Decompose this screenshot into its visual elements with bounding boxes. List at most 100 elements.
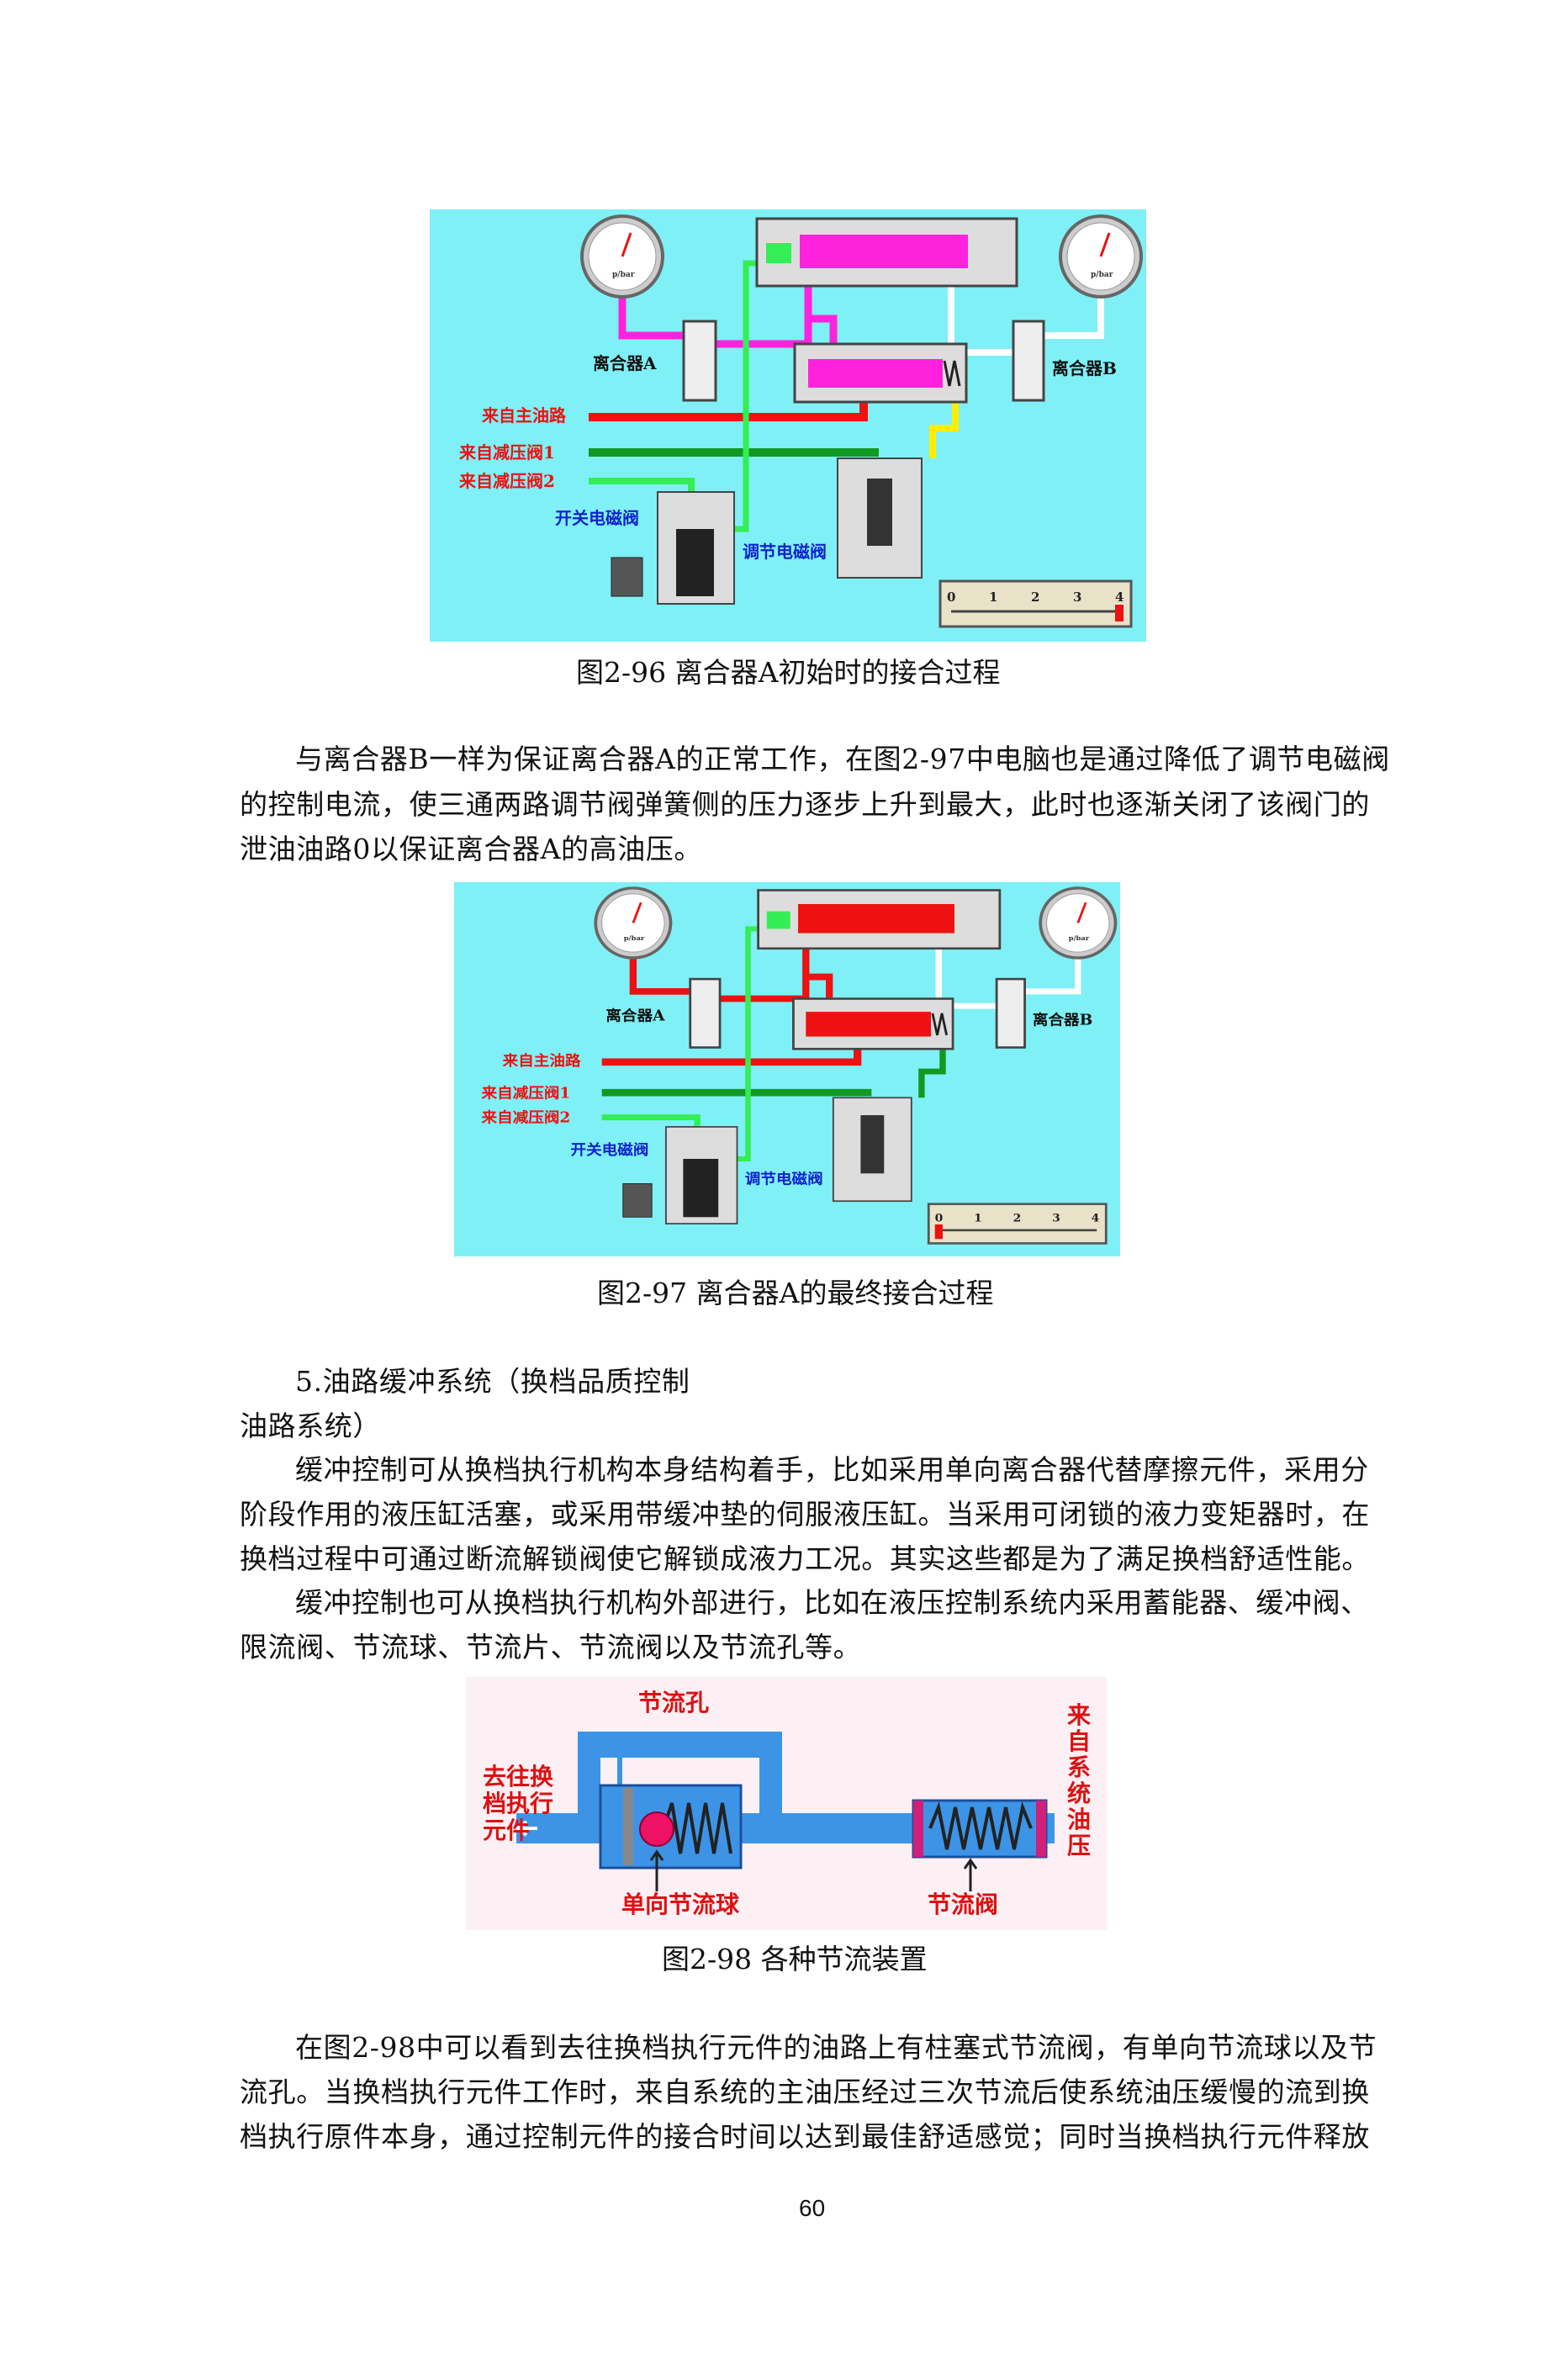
section-heading-line2: 油路系统） xyxy=(240,1409,381,1442)
spring-icon xyxy=(943,360,961,387)
check-ball xyxy=(639,1811,674,1847)
reducer2-line xyxy=(589,478,695,492)
gauge-face xyxy=(601,893,665,953)
gauge-needle xyxy=(632,902,642,923)
label-to-actuator-2: 档执行 xyxy=(483,1790,553,1817)
switch-solenoid-plunger xyxy=(676,529,714,596)
label-clutch-a: 离合器A xyxy=(605,1007,665,1024)
valve-seat xyxy=(623,1788,633,1865)
paragraph1-line2: 的控制电流，使三通两路调节阀弹簧侧的压力逐步上升到最大，此时也逐渐关闭了该阀门的 xyxy=(240,788,1370,821)
gauge-needle xyxy=(621,232,632,257)
valve-link-line xyxy=(808,315,838,344)
paragraph3-line2: 限流阀、节流球、节流片、节流阀以及节流孔等。 xyxy=(240,1631,862,1663)
figure-2-98-diagram: 节流孔 去往换 档执行 元件 单向节流球 节流阀 来 自 系 统 油 压 xyxy=(466,1677,1107,1930)
scale-tick-label: 1 xyxy=(989,590,997,605)
label-clutch-b: 离合器B xyxy=(1033,1011,1092,1029)
label-check-ball: 单向节流球 xyxy=(621,1891,740,1918)
scale-tick-label: 2 xyxy=(1013,1212,1022,1224)
label-from-system-1: 来 xyxy=(1067,1701,1091,1729)
paragraph4-line3: 档执行原件本身，通过控制元件的接合时间以达到最佳舒适感觉；同时当换档执行元件释放 xyxy=(240,2120,1370,2153)
paragraph4-line1: 在图2-98中可以看到去往换档执行元件的油路上有柱塞式节流阀，有单向节流球以及节 xyxy=(295,2031,1377,2064)
scale-tick-label: 3 xyxy=(1073,590,1081,605)
figure-2-97-caption: 图2-97 离合器A的最终接合过程 xyxy=(597,1277,994,1309)
label-from-system-4: 统 xyxy=(1067,1780,1091,1807)
label-reducer1: 来自减压阀1 xyxy=(458,442,555,463)
label-switch-solenoid: 开关电磁阀 xyxy=(555,508,639,528)
paragraph1-line1: 与离合器B一样为保证离合器A的正常工作，在图2-97中电脑也是通过降低了调节电磁… xyxy=(295,743,1390,775)
label-from-system-2: 自 xyxy=(1067,1727,1091,1755)
label-reg-solenoid: 调节电磁阀 xyxy=(743,542,827,562)
switch-solenoid-plunger xyxy=(683,1158,719,1218)
figure-2-96-caption: 图2-96 离合器A初始时的接合过程 xyxy=(576,656,1001,689)
paragraph2-line2: 阶段作用的液压缸活塞，或采用带缓冲垫的伺服液压缸。当采用可闭锁的液力变矩器时，在 xyxy=(240,1498,1370,1531)
label-reducer1: 来自减压阀1 xyxy=(481,1084,571,1102)
label-orifice: 节流孔 xyxy=(638,1689,709,1716)
regulating-valve-chamber xyxy=(806,1012,932,1037)
clutch-a-cylinder xyxy=(689,977,722,1049)
clutch-a-cylinder xyxy=(682,320,717,402)
arrow-left-icon xyxy=(515,1820,537,1837)
current-scale xyxy=(938,579,1133,628)
label-switch-solenoid: 开关电磁阀 xyxy=(571,1140,649,1158)
paragraph2-line3: 换档过程中可通过断流解锁阀使它解锁成液力工况。其实这些都是为了满足换档舒适性能。 xyxy=(240,1542,1370,1575)
label-from-system-3: 系 xyxy=(1067,1753,1091,1781)
gauge-face xyxy=(1046,893,1110,953)
scale-tick-label: 4 xyxy=(1115,590,1124,605)
gauge-unit-label: p/bar xyxy=(624,934,645,943)
clutch-b-cylinder xyxy=(1012,320,1045,402)
valve-link-line xyxy=(806,973,833,999)
label-throttle-valve: 节流阀 xyxy=(928,1891,998,1918)
gauge-unit-label: p/bar xyxy=(1091,271,1113,279)
label-clutch-a: 离合器A xyxy=(593,353,657,373)
shift-valve-pilot xyxy=(766,911,790,929)
label-main-oil: 来自主油路 xyxy=(481,405,567,426)
reg-solenoid-plunger xyxy=(867,479,892,546)
paragraph3-line1: 缓冲控制也可从换档执行机构外部进行，比如在液压控制系统内采用蓄能器、缓冲阀、 xyxy=(295,1586,1369,1619)
scale-tick-label: 2 xyxy=(1031,590,1039,605)
switch-icon xyxy=(622,1182,653,1218)
pointer-arrow-icon xyxy=(649,1849,664,1891)
label-main-oil: 来自主油路 xyxy=(502,1052,582,1070)
scale-marker xyxy=(1115,605,1124,621)
section-heading-line1: 5.油路缓冲系统（换档品质控制 xyxy=(295,1365,690,1398)
scale-tick-label: 4 xyxy=(1092,1212,1100,1224)
page-number: 60 xyxy=(799,2195,826,2221)
regulator-output-line xyxy=(918,1049,946,1098)
clutch-b-line xyxy=(1024,955,1081,995)
switch-icon xyxy=(611,557,643,597)
label-reducer2: 来自减压阀2 xyxy=(481,1108,571,1126)
main-oil-line xyxy=(601,1049,862,1066)
scale-tick-label: 0 xyxy=(947,590,955,605)
shift-valve-pilot xyxy=(766,243,791,263)
pointer-arrow-icon xyxy=(963,1858,978,1891)
figure-2-96-diagram: p/bar p/bar 0 1 2 3 4 离合器A 离合器B 来自主油路来自减压阀1 来自减压阀2… xyxy=(430,209,1146,642)
reducer2-line xyxy=(601,1114,701,1127)
clutch-a-line xyxy=(618,294,684,340)
shift-valve-chamber xyxy=(798,903,954,933)
clutch-b-line xyxy=(1044,294,1104,339)
scale-tick-label: 3 xyxy=(1052,1212,1060,1224)
paragraph2-line1: 缓冲控制可从换档执行机构本身结构着手，比如采用单向离合器代替摩擦元件，采用分 xyxy=(295,1453,1369,1486)
label-to-actuator-3: 元件 xyxy=(483,1817,530,1844)
label-from-system-6: 压 xyxy=(1067,1832,1091,1859)
label-clutch-b: 离合器B xyxy=(1052,358,1117,378)
reg-solenoid-plunger xyxy=(860,1115,885,1174)
main-oil-line xyxy=(589,402,868,421)
regulating-valve-chamber xyxy=(808,359,943,388)
label-reducer2: 来自减压阀2 xyxy=(458,471,555,491)
label-from-system-5: 油 xyxy=(1067,1806,1091,1833)
shift-valve-chamber xyxy=(800,235,968,268)
regulator-output-line xyxy=(929,402,959,458)
clutch-b-cylinder xyxy=(995,977,1026,1049)
spring-icon xyxy=(662,1802,732,1854)
current-scale xyxy=(927,1203,1108,1245)
figure-2-98-caption: 图2-98 各种节流装置 xyxy=(662,1943,928,1975)
scale-marker xyxy=(934,1224,943,1240)
scale-tick-label: 0 xyxy=(935,1212,944,1224)
label-reg-solenoid: 调节电磁阀 xyxy=(745,1170,823,1187)
paragraph1-line3: 泄油油路0以保证离合器A的高油压。 xyxy=(240,833,703,865)
gauge-needle xyxy=(1099,232,1111,257)
gauge-unit-label: p/bar xyxy=(612,271,635,279)
label-to-actuator-1: 去往换 xyxy=(483,1763,554,1790)
